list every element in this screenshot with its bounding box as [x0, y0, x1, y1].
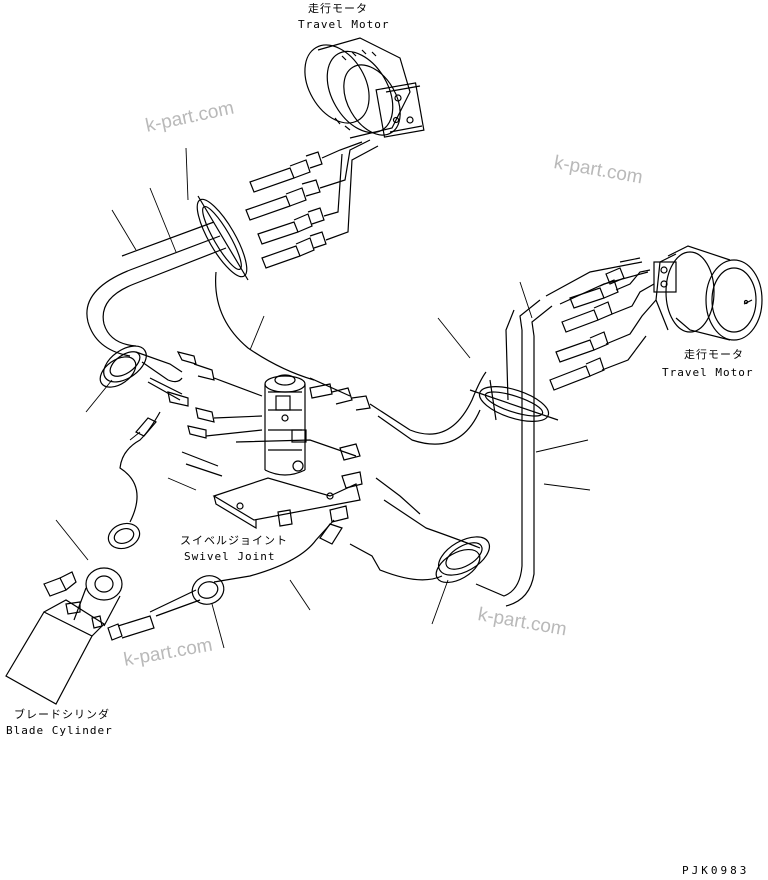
top-motor-fittings	[245, 139, 379, 269]
swivel-joint	[212, 374, 371, 530]
travel-motor-right-label-jp: 走行モータ	[684, 348, 744, 361]
right-motor-fittings	[549, 257, 657, 391]
travel-motor-top	[304, 37, 425, 139]
center-hoses	[215, 271, 487, 581]
swivel-joint-label-en: Swivel Joint	[184, 550, 276, 563]
drawing-code: PJK0983	[682, 864, 750, 877]
blade-cylinder-label-jp: ブレードシリンダ	[14, 708, 110, 721]
grommet-to-swivel-hoses	[135, 351, 263, 439]
blade-grommets	[107, 522, 225, 605]
blade-hoses	[119, 411, 343, 617]
swivel-joint-label-jp: スイベルジョイント	[180, 534, 288, 547]
travel-motor-right	[653, 245, 763, 341]
blade-cylinder	[5, 567, 155, 705]
leader-lines	[55, 147, 591, 649]
travel-motor-right-label-en: Travel Motor	[662, 366, 754, 379]
right-grommet	[435, 536, 490, 584]
travel-motor-top-label-jp: 走行モータ	[308, 2, 368, 15]
left-hose-loop	[86, 195, 249, 357]
travel-motor-top-label-en: Travel Motor	[298, 18, 390, 31]
blade-cylinder-label-en: Blade Cylinder	[6, 724, 113, 737]
left-grommet	[99, 345, 147, 388]
right-pipe-bundle	[469, 261, 649, 607]
